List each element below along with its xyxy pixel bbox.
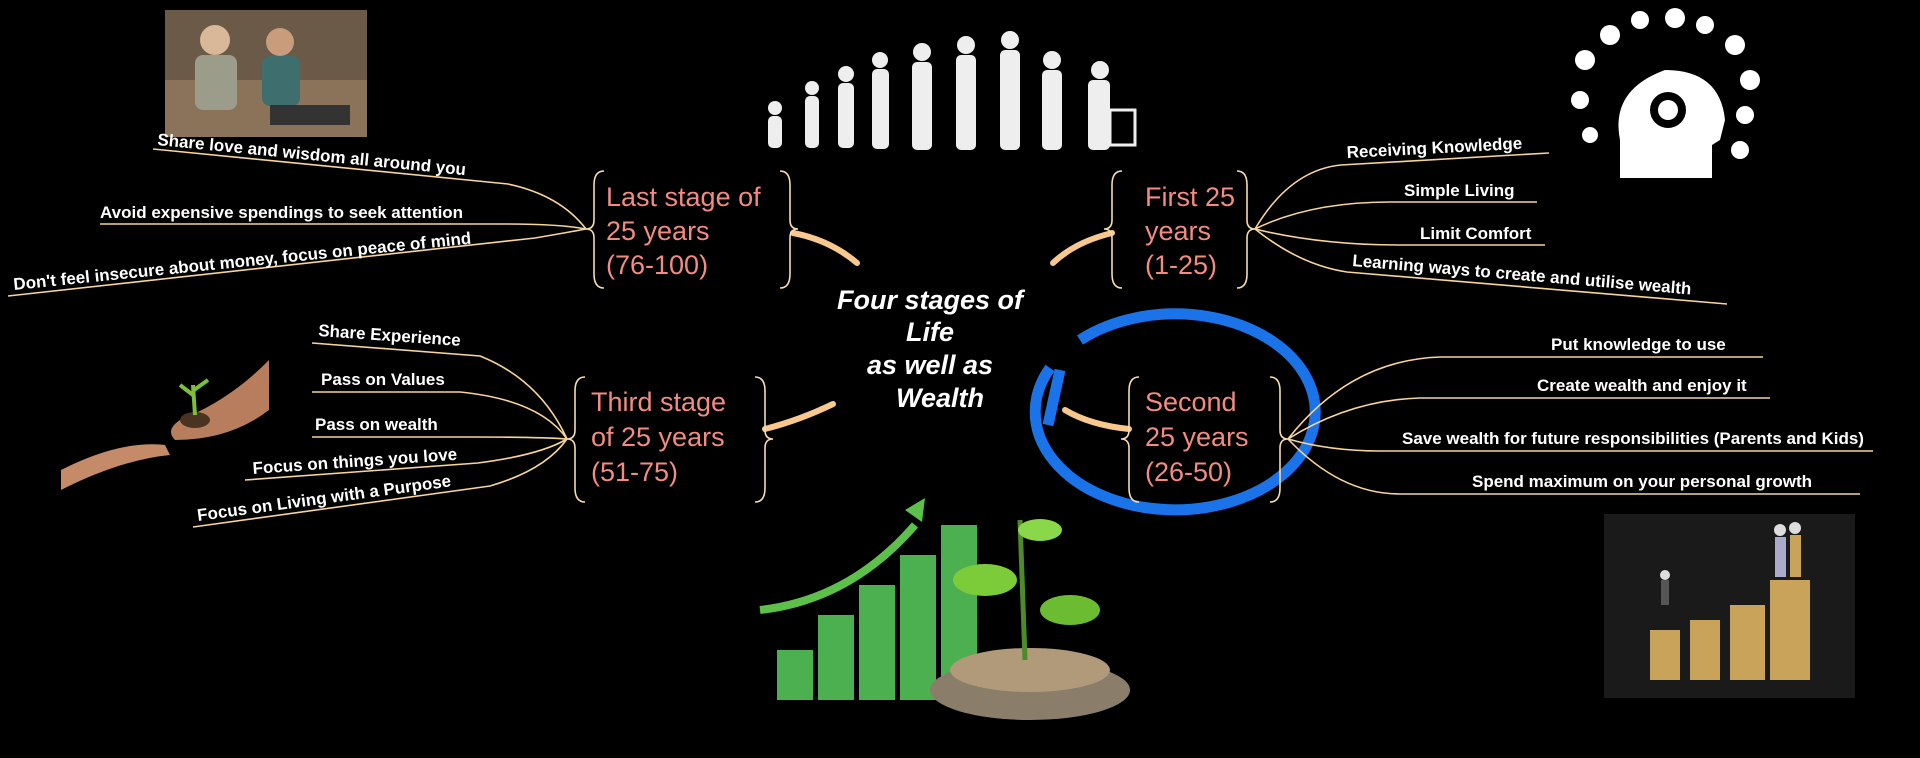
- stage-title-line: (26-50): [1145, 457, 1232, 487]
- branch-label: Focus on things you love: [252, 445, 458, 478]
- growth-chart-with-coins: [759, 498, 1130, 720]
- branch-label: Save wealth for future responsibilities …: [1402, 429, 1864, 448]
- center-title-line: as well as: [867, 350, 993, 380]
- branch-label: Receiving Knowledge: [1346, 134, 1522, 162]
- branch-label: Spend maximum on your personal growth: [1472, 472, 1812, 491]
- branch-label: Pass on Values: [321, 370, 445, 389]
- connector-last: [790, 230, 860, 266]
- stage-title-line: of 25 years: [591, 422, 725, 452]
- branch-label: Pass on wealth: [315, 415, 438, 434]
- branch-label: Avoid expensive spendings to seek attent…: [100, 203, 463, 222]
- center-title-line: Life: [906, 317, 954, 347]
- branch-label: Don't feel insecure about money, focus o…: [12, 229, 472, 294]
- center-title-line: Wealth: [896, 383, 984, 413]
- stage-title-line: Second: [1145, 387, 1237, 417]
- branch-label: Limit Comfort: [1420, 224, 1532, 243]
- human-growth-silhouettes: [768, 31, 1137, 150]
- branch-label: Create wealth and enjoy it: [1537, 376, 1747, 395]
- hands-passing-plant: [61, 360, 269, 490]
- stage-title-line: Last stage of: [606, 182, 761, 212]
- stage-title-line: 25 years: [606, 216, 710, 246]
- connector-first: [1050, 230, 1115, 266]
- connector-second: [1062, 407, 1132, 432]
- branch-label: Simple Living: [1404, 181, 1515, 200]
- figures-on-coin-stacks: [1604, 514, 1855, 698]
- branch-label: Learning ways to create and utilise weal…: [1352, 251, 1693, 298]
- branch-label: Focus on Living with a Purpose: [196, 471, 452, 525]
- connector-third: [762, 401, 836, 432]
- branch-label: Put knowledge to use: [1551, 335, 1726, 354]
- stage-third: Third stage of 25 years (51-75) Share Ex…: [192, 321, 774, 528]
- stage-last: Last stage of 25 years (76-100) Share lo…: [7, 130, 799, 297]
- knowledge-head-icons: [1571, 8, 1760, 178]
- stage-second: Second 25 years (26-50) Put knowledge to…: [1120, 335, 1873, 503]
- stage-title-line: (1-25): [1145, 250, 1217, 280]
- elderly-couple-photo: [165, 10, 367, 137]
- stage-title-line: 25 years: [1145, 422, 1249, 452]
- stage-title-line: (51-75): [591, 457, 678, 487]
- stage-title-line: Third stage: [591, 387, 726, 417]
- stage-title-line: (76-100): [606, 250, 708, 280]
- stage-title-line: years: [1145, 216, 1211, 246]
- stage-title-line: First 25: [1145, 182, 1235, 212]
- center-ring: [1029, 308, 1321, 516]
- center-topic: Four stages of Life as well as Wealth: [837, 285, 1321, 516]
- center-title-line: Four stages of: [837, 285, 1026, 315]
